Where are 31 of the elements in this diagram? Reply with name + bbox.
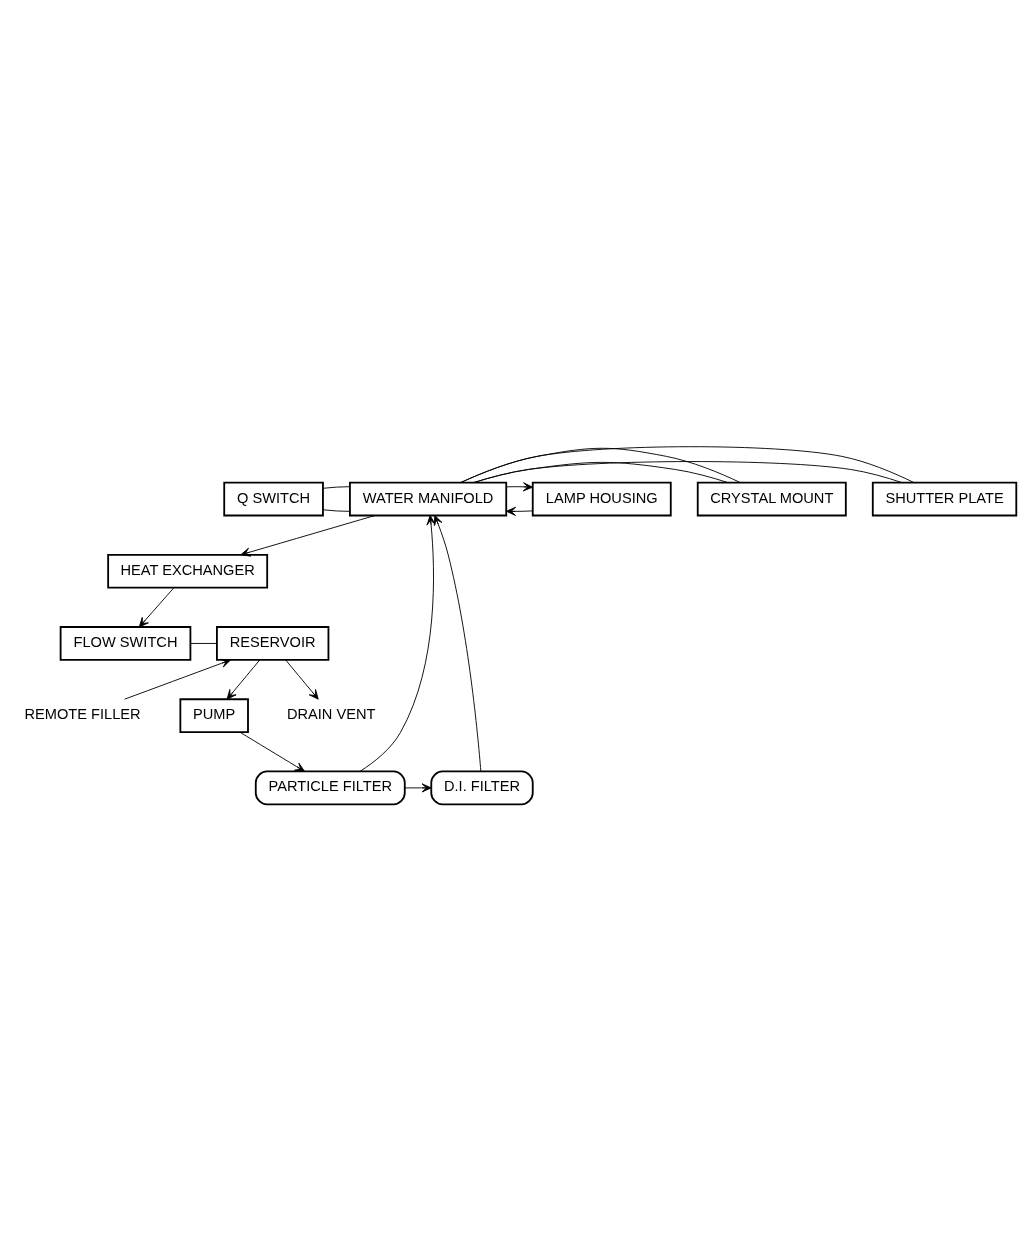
connector <box>473 461 729 483</box>
node-box: WATER MANIFOLD <box>349 481 508 517</box>
node-box: LAMP HOUSING <box>531 481 672 517</box>
arrow <box>240 515 376 557</box>
node-box: HEAT EXCHANGER <box>107 553 269 589</box>
connector <box>322 486 351 489</box>
node-text: DRAIN VENT <box>286 706 376 723</box>
node-box: CRYSTAL MOUNT <box>696 481 847 517</box>
connector <box>473 461 903 483</box>
connector <box>460 446 915 483</box>
node-box: PARTICLE FILTER <box>254 770 406 806</box>
arrow <box>124 658 231 700</box>
node-box: FLOW SWITCH <box>59 626 192 661</box>
node-text: REMOTE FILLER <box>24 706 141 723</box>
arrow <box>138 587 175 628</box>
arrow <box>505 482 533 492</box>
connector <box>190 643 218 644</box>
arrow <box>239 731 306 772</box>
node-box: RESERVOIR <box>216 626 330 661</box>
node-box: D.I. FILTER <box>430 770 534 806</box>
connector <box>322 509 351 512</box>
arrow <box>359 515 436 772</box>
arrow <box>285 659 319 700</box>
arrow <box>226 659 261 700</box>
node-box: SHUTTER PLATE <box>871 481 1018 517</box>
arrow <box>433 515 482 772</box>
arrow <box>505 506 533 516</box>
node-box: PUMP <box>179 698 249 734</box>
connector <box>460 447 741 483</box>
node-box: Q SWITCH <box>223 481 324 517</box>
arrow <box>404 783 432 793</box>
